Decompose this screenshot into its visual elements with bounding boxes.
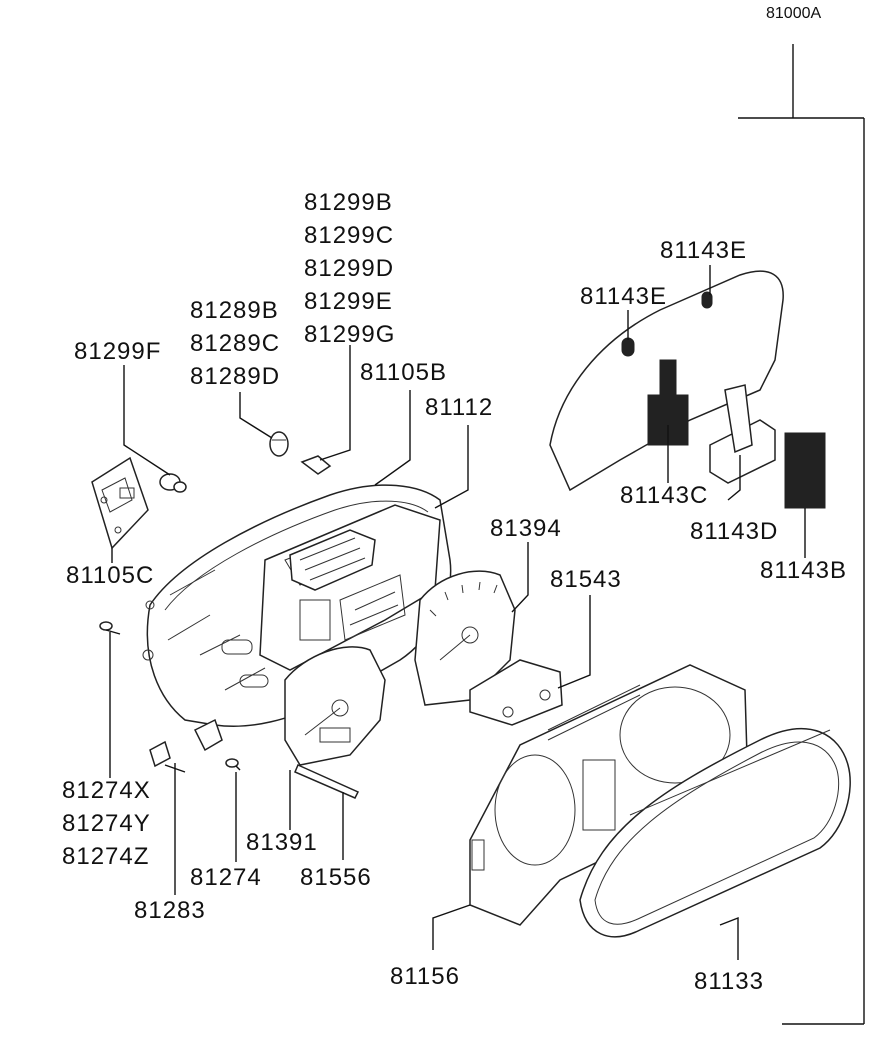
label-81274y: 81274Y xyxy=(62,810,151,837)
label-81143e-left: 81143E xyxy=(580,283,667,310)
bulb-drawing xyxy=(269,431,289,457)
label-81289b: 81289B xyxy=(190,297,279,324)
label-81391: 81391 xyxy=(246,829,318,856)
label-81289d: 81289D xyxy=(190,363,280,390)
label-81156: 81156 xyxy=(390,963,460,990)
label-81556: 81556 xyxy=(300,864,372,891)
small-board-drawing xyxy=(91,456,149,550)
diagram-id: 81000A xyxy=(766,5,821,22)
label-81299b: 81299B xyxy=(304,189,393,216)
label-81543: 81543 xyxy=(550,566,622,593)
label-81143e-top: 81143E xyxy=(660,237,747,264)
label-81283: 81283 xyxy=(134,897,206,924)
circuit-frame-drawing xyxy=(259,504,441,671)
screw-drawings xyxy=(99,621,241,771)
label-81289c: 81289C xyxy=(190,330,280,357)
label-81274z: 81274Z xyxy=(62,843,149,870)
label-81133: 81133 xyxy=(694,968,764,995)
label-81105c: 81105C xyxy=(66,562,154,589)
label-81299e: 81299E xyxy=(304,288,393,315)
assembly-bracket xyxy=(738,44,865,1025)
label-81299d: 81299D xyxy=(304,255,394,282)
label-81143c: 81143C xyxy=(620,482,708,509)
leader-lines xyxy=(109,265,806,960)
label-81143d: 81143D xyxy=(690,518,778,545)
bracket-drawing xyxy=(709,384,776,484)
label-81299f: 81299F xyxy=(74,338,161,365)
bulb-socket-drawing xyxy=(159,473,187,493)
meter-module-drawing xyxy=(469,659,563,726)
tachometer-drawing xyxy=(284,646,386,766)
label-81299c: 81299C xyxy=(304,222,394,249)
label-81274x: 81274X xyxy=(62,777,151,804)
label-81112: 81112 xyxy=(425,394,493,421)
label-81394: 81394 xyxy=(490,515,562,542)
label-81105b: 81105B xyxy=(360,359,447,386)
label-81143b: 81143B xyxy=(760,557,847,584)
indicator-bulb-drawing xyxy=(300,455,332,475)
pointer-stem-drawing xyxy=(294,764,360,799)
label-81299g: 81299G xyxy=(304,321,395,348)
front-lens-drawing xyxy=(579,727,851,938)
label-81274: 81274 xyxy=(190,864,262,891)
